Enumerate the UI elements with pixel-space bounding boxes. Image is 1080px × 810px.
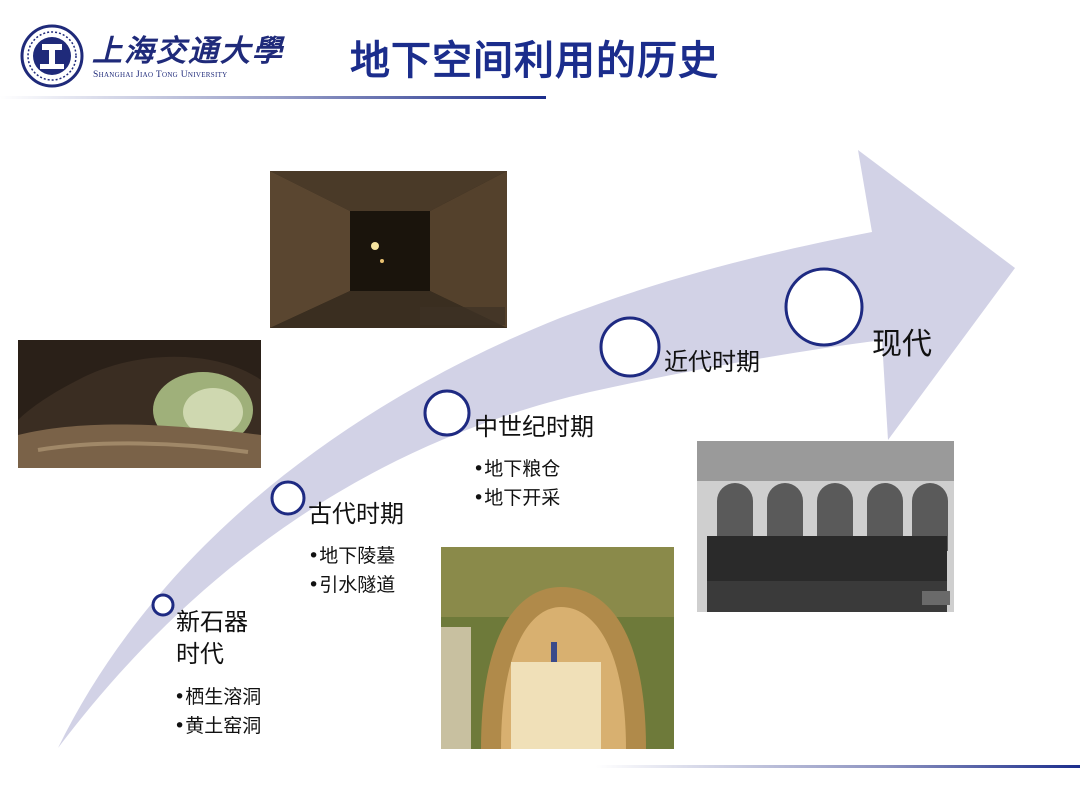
stage-label-neolithic-line2: 时代 bbox=[176, 640, 224, 668]
stage-marker-3 bbox=[423, 389, 471, 437]
stage-label-modern-era: 近代时期 bbox=[664, 348, 760, 376]
limestone-cave-photo bbox=[18, 340, 261, 468]
bullet-ancient-2: •引水隧道 bbox=[308, 574, 396, 596]
bullet-medieval-2: •地下开采 bbox=[473, 487, 561, 509]
catacomb-tunnel-photo bbox=[270, 171, 507, 328]
stage-label-neolithic-line1: 新石器 bbox=[176, 608, 248, 636]
stage-marker-4 bbox=[599, 316, 661, 378]
stage-marker-5 bbox=[784, 267, 864, 347]
stage-label-neolithic: 新石器 时代 bbox=[176, 606, 248, 670]
stage-label-contemporary: 现代 bbox=[872, 327, 932, 362]
early-subway-historic-photo bbox=[697, 441, 954, 612]
logo-chinese-text: 上海交通大學 bbox=[92, 34, 284, 69]
stage-marker-2 bbox=[270, 480, 306, 516]
logo-english-text: Shanghai Jiao Tong University bbox=[93, 70, 228, 80]
bullet-neolithic-1: •栖生溶洞 bbox=[174, 686, 262, 708]
bullet-neolithic-2: •黄土窑洞 bbox=[174, 715, 262, 737]
page-title: 地下空间利用的历史 bbox=[350, 38, 719, 84]
university-seal-icon bbox=[20, 24, 84, 88]
stage-label-ancient: 古代时期 bbox=[308, 500, 404, 528]
bottom-rule bbox=[596, 765, 1080, 768]
stage-label-medieval: 中世纪时期 bbox=[474, 413, 594, 441]
bullet-medieval-1: •地下粮仓 bbox=[473, 458, 561, 480]
bullet-ancient-1: •地下陵墓 bbox=[308, 545, 396, 567]
stage-marker-1 bbox=[151, 593, 175, 617]
underground-granary-model-photo bbox=[441, 547, 674, 749]
title-underline bbox=[0, 96, 546, 99]
